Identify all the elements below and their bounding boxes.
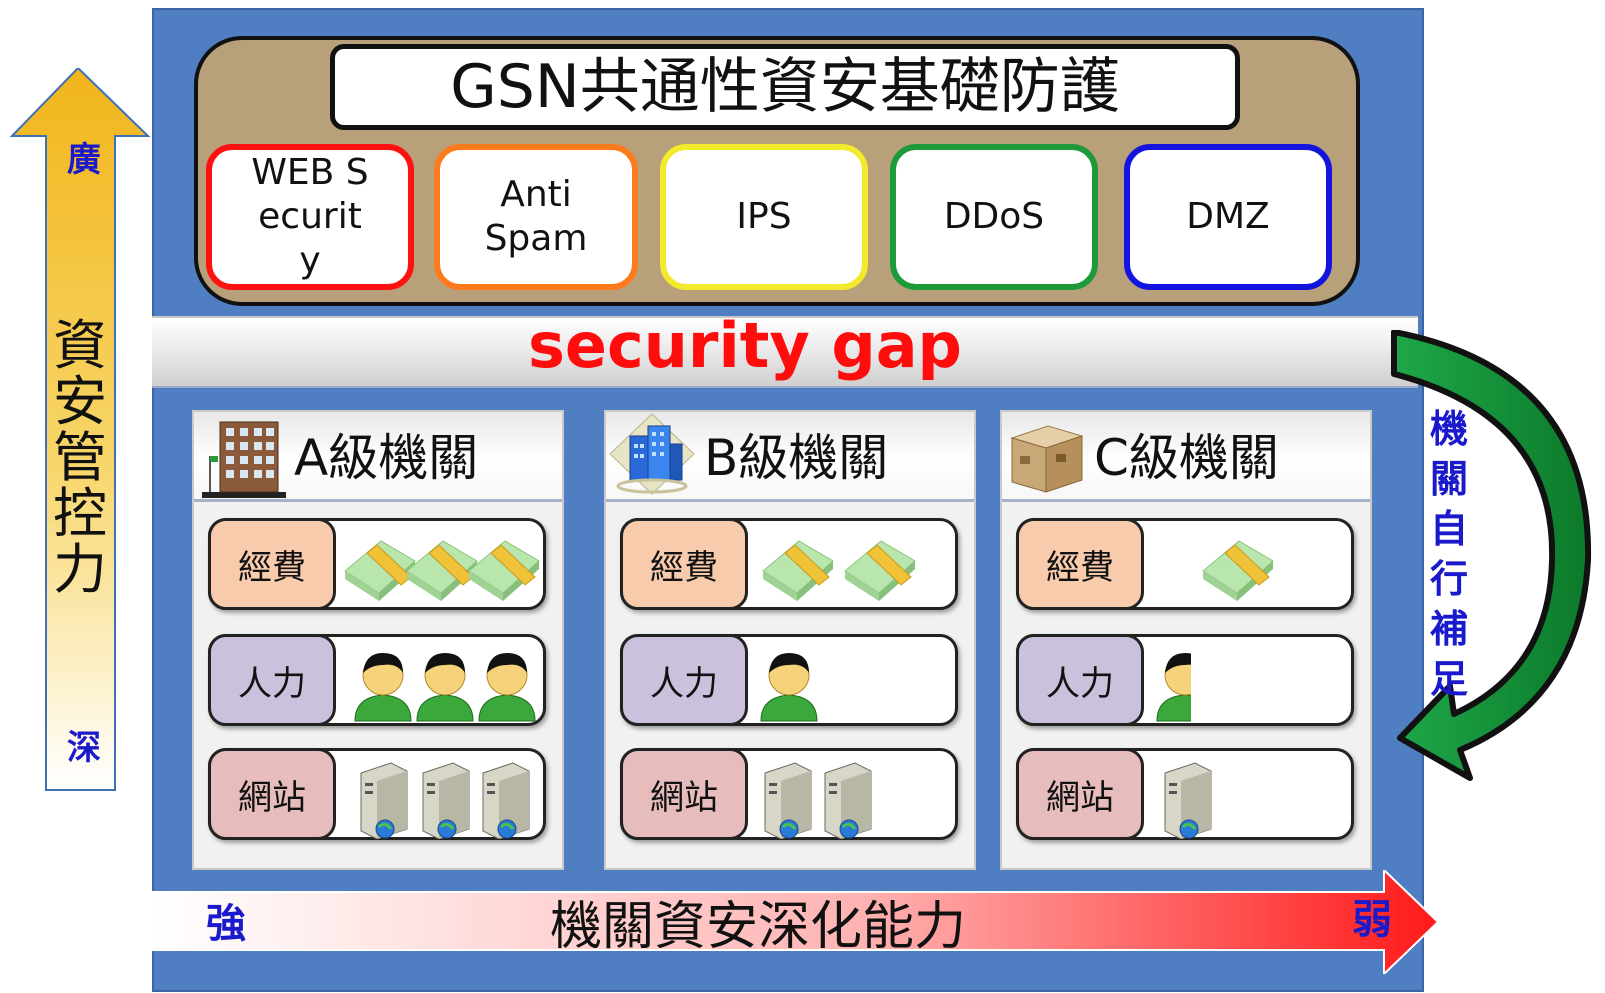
bottom-axis-strong-label: 強 bbox=[206, 901, 246, 947]
budget-label: 經費 bbox=[208, 518, 336, 610]
staff-label: 人力 bbox=[1016, 634, 1144, 726]
agency-title: A級機關 bbox=[294, 429, 479, 487]
money-stack-icon bbox=[1202, 540, 1274, 601]
money-stack-icon bbox=[344, 540, 540, 601]
staff-row: 人力 bbox=[620, 634, 958, 726]
person-icon bbox=[760, 653, 818, 722]
bottom-horizontal-arrow bbox=[152, 870, 1440, 974]
gsn-item-ddos: DDoS bbox=[890, 144, 1098, 290]
box-building-icon bbox=[1010, 425, 1084, 493]
staff-label: 人力 bbox=[208, 634, 336, 726]
right-arrow-label: 機 關 自 行 補 足 bbox=[1429, 407, 1468, 701]
gsn-item-ips: IPS bbox=[660, 144, 868, 290]
server-icon bbox=[1164, 762, 1212, 839]
server-icon bbox=[764, 762, 872, 839]
person-icon bbox=[354, 653, 536, 722]
bottom-axis-weak-label: 弱 bbox=[1352, 897, 1392, 943]
website-row: 網站 bbox=[1016, 748, 1354, 840]
agency-panel-c: C級機關 經費 人力 網站 bbox=[1000, 410, 1372, 870]
agency-header: C級機關 bbox=[1002, 412, 1370, 502]
budget-label: 經費 bbox=[1016, 518, 1144, 610]
left-axis-title: 資 安 管 控 力 bbox=[53, 314, 107, 601]
staff-row: 人力 bbox=[208, 634, 546, 726]
staff-label: 人力 bbox=[620, 634, 748, 726]
agency-header: A級機關 bbox=[194, 412, 562, 502]
agency-panel-a: A級機關 經費 人力 網站 bbox=[192, 410, 564, 870]
website-row: 網站 bbox=[208, 748, 546, 840]
gsn-item-web-security: WEB Securit y bbox=[206, 144, 414, 290]
agency-header: B級機關 bbox=[606, 412, 974, 502]
website-label: 網站 bbox=[1016, 748, 1144, 840]
bottom-axis-title: 機關資安深化能力 bbox=[550, 897, 967, 957]
gsn-title: GSN共通性資安基礎防護 bbox=[330, 44, 1240, 130]
security-gap-band bbox=[152, 316, 1418, 388]
website-label: 網站 bbox=[208, 748, 336, 840]
building-icon bbox=[202, 421, 286, 498]
money-stack-icon bbox=[762, 540, 916, 601]
budget-row: 經費 bbox=[620, 518, 958, 610]
budget-row: 經費 bbox=[1016, 518, 1354, 610]
curved-arrow-icon bbox=[1391, 330, 1592, 781]
security-gap-label: security gap bbox=[528, 309, 962, 382]
agency-title: C級機關 bbox=[1094, 429, 1279, 487]
website-label: 網站 bbox=[620, 748, 748, 840]
person-icon bbox=[1156, 653, 1191, 722]
website-row: 網站 bbox=[620, 748, 958, 840]
left-axis-bottom-label: 深 bbox=[67, 728, 101, 768]
agency-panel-b: B級機關 經費 人力 網站 bbox=[604, 410, 976, 870]
gsn-item-anti-spam: Anti Spam bbox=[434, 144, 638, 290]
agency-title: B級機關 bbox=[704, 429, 889, 487]
gsn-item-dmz: DMZ bbox=[1124, 144, 1332, 290]
budget-row: 經費 bbox=[208, 518, 546, 610]
left-axis-top-label: 廣 bbox=[67, 140, 101, 180]
budget-label: 經費 bbox=[620, 518, 748, 610]
server-icon bbox=[360, 762, 530, 839]
left-vertical-arrow bbox=[10, 68, 151, 791]
skyscraper-icon bbox=[609, 414, 695, 495]
staff-row: 人力 bbox=[1016, 634, 1354, 726]
